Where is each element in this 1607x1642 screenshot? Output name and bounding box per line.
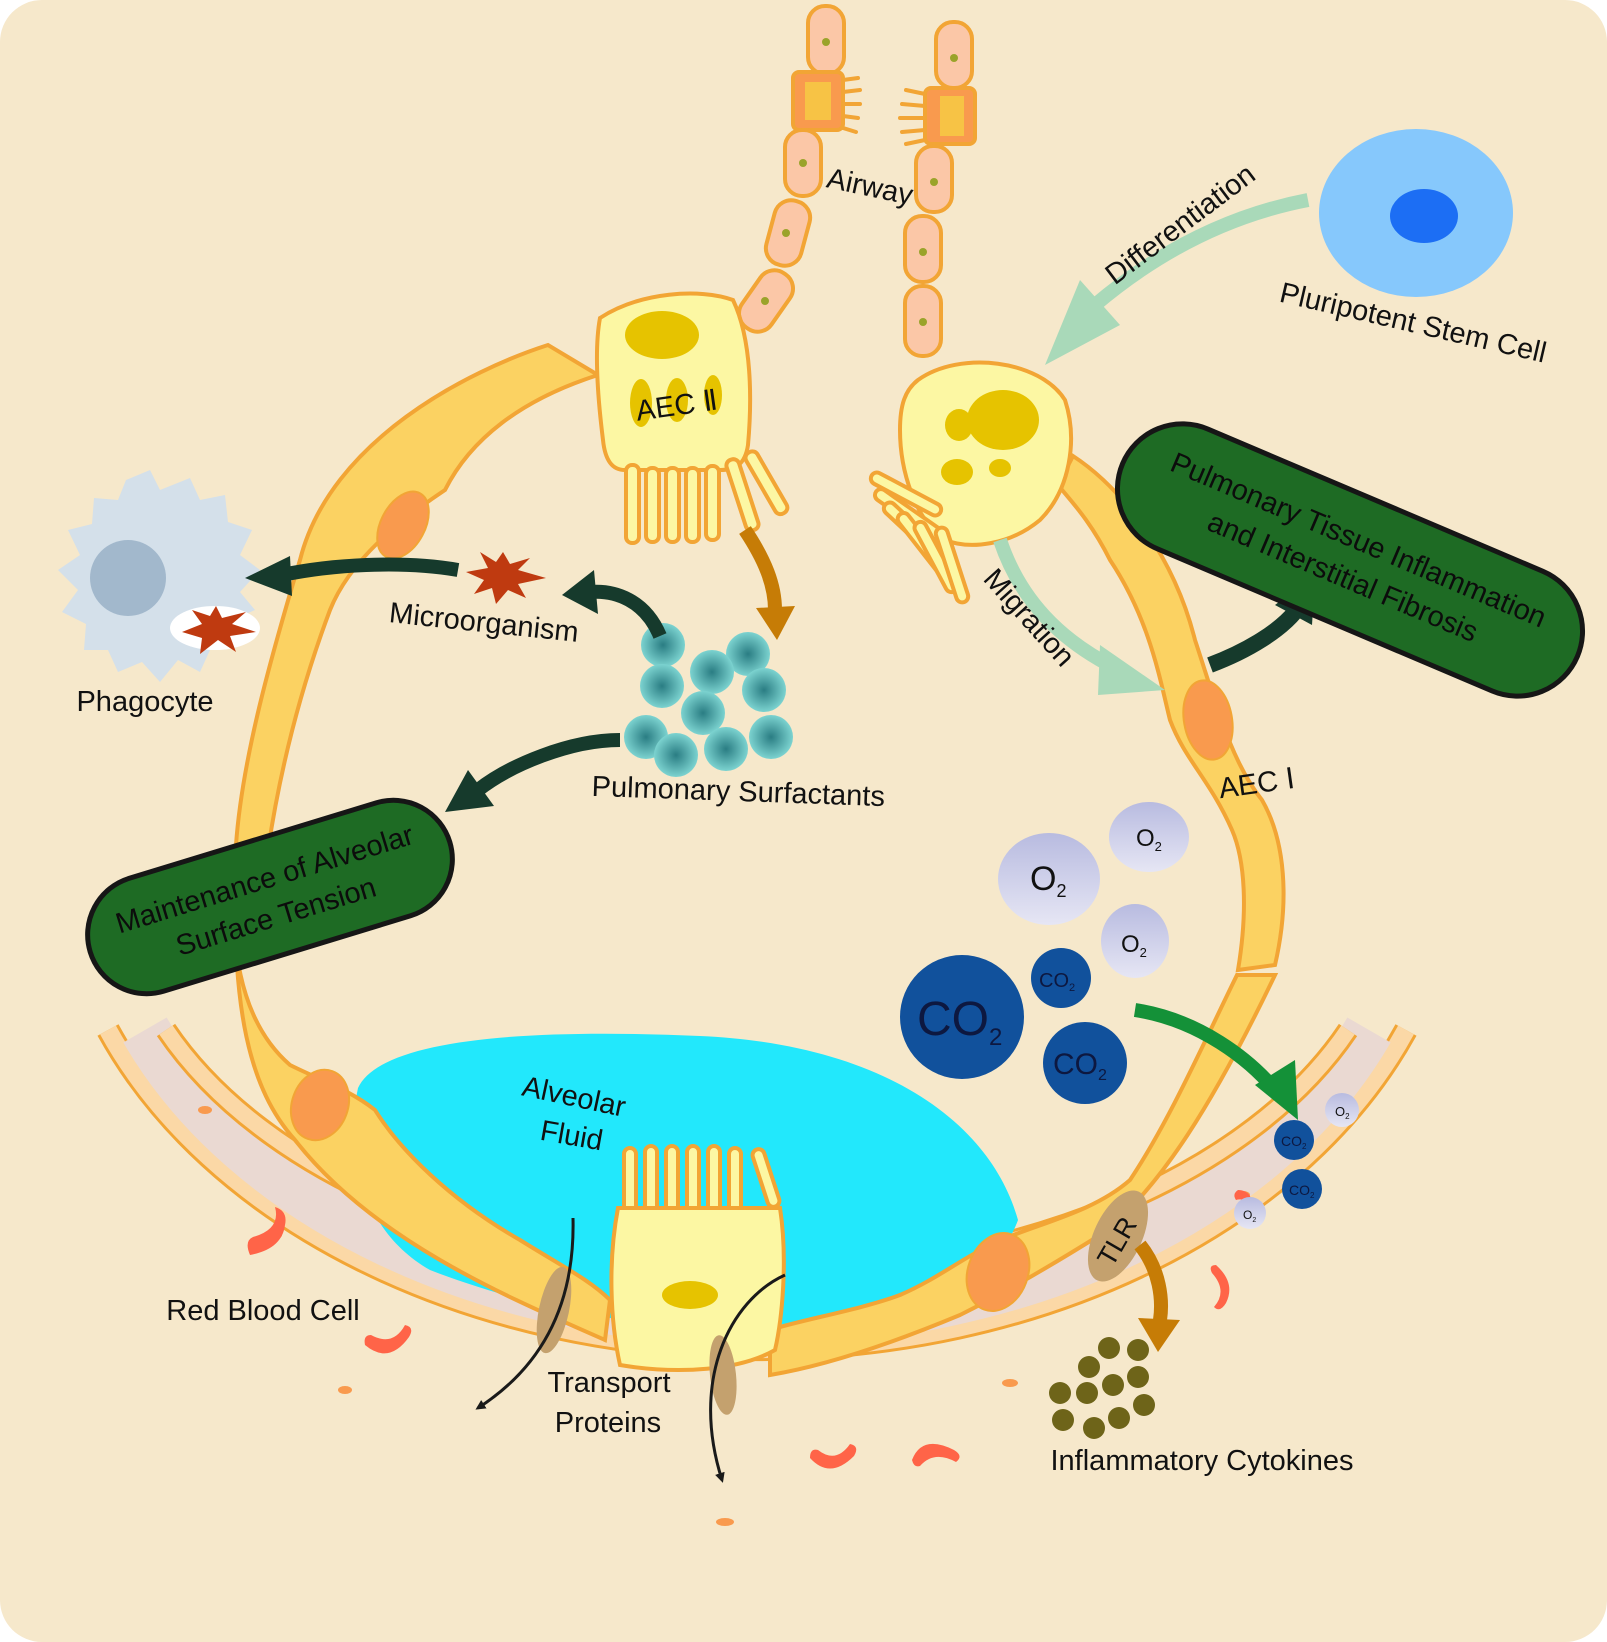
fibrosis-arrow [1207,606,1302,673]
tlr-receptor [1087,1190,1149,1282]
aec1-nucleus [965,1232,1031,1312]
o2-label: O2 [1136,825,1162,854]
label-rbc: Red Blood Cell [166,1295,359,1327]
label-transport-line2: Proteins [555,1407,661,1439]
o2-label: O2 [1243,1208,1256,1224]
transport-proteins [536,1266,737,1415]
co2-label: CO2 [1039,970,1075,994]
phagocytosis-arrow [280,557,460,582]
gas-labels: O2 O2 O2 CO2 CO2 CO2 O2 CO2 CO2 O2 [917,825,1350,1224]
tension-arrow [473,733,621,796]
secretion-arrow [739,526,782,611]
red-blood-cells [247,1190,1251,1469]
label-transport-line1: Transport [547,1367,670,1399]
rbc [1210,1265,1230,1310]
phagocyte-cell [58,470,260,682]
transport-arrow [709,1273,786,1483]
aec1-nucleus [289,1068,351,1142]
differentiation-arrow [1090,193,1310,311]
o2-label: O2 [1121,931,1147,960]
stem-cell [1319,129,1513,297]
label-cytokines: Inflammatory Cytokines [1051,1445,1354,1477]
aec1-nucleus [376,490,430,560]
alveolar-wall [231,342,1286,1378]
label-phagocyte: Phagocyte [76,686,213,718]
gas-molecules-alveolus [900,802,1189,1104]
gas-molecules-blood [1234,1093,1359,1229]
rbc [810,1444,857,1469]
transport-arrow [475,1217,575,1410]
rbc [364,1325,412,1354]
co2-label: CO2 [1289,1182,1315,1200]
aec1-cell-right-upper [1055,453,1286,973]
aec2-cell-top [595,291,790,545]
tlr-arrow [1134,1240,1168,1322]
rbc [247,1207,286,1255]
co2-label: CO2 [917,993,1002,1051]
aec2-cell-bottom [609,1144,786,1372]
microbe-arrow [589,584,667,639]
inflammatory-cytokines [1049,1337,1155,1439]
o2-label: O2 [1030,860,1066,901]
rbc [912,1443,960,1467]
microorganism [466,552,546,604]
co2-label: CO2 [1053,1048,1107,1084]
migration-arrow [993,537,1119,675]
aec1-nucleus [1182,679,1234,761]
o2-label: O2 [1335,1104,1350,1121]
aec1-cell-left-upper [233,342,603,853]
co2-label: CO2 [1281,1133,1307,1151]
airway-epithelium [737,4,977,358]
aec2-cell-migrating [868,360,1073,605]
